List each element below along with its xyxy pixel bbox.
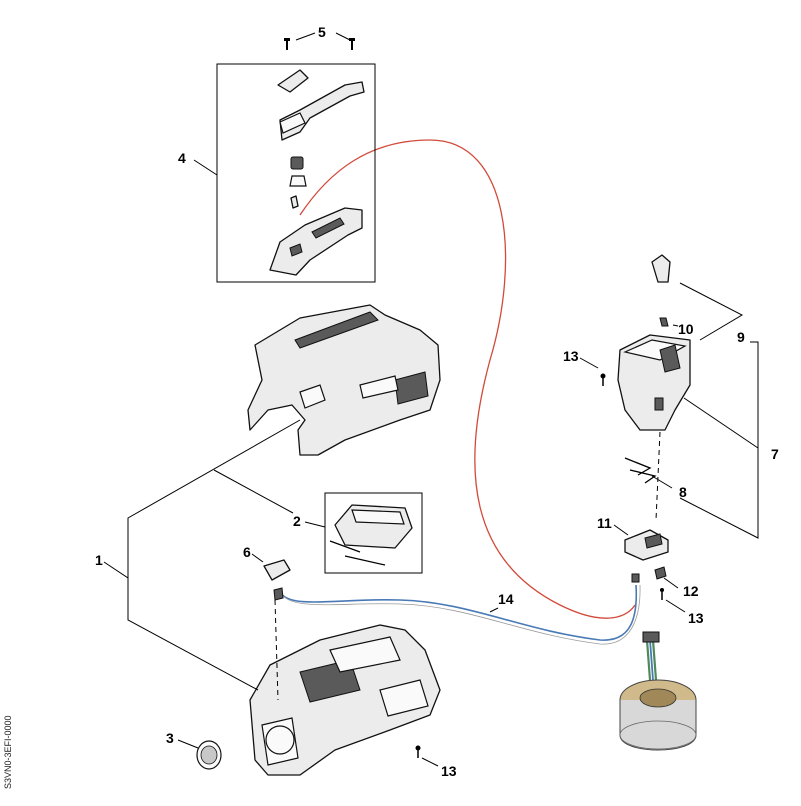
document-id: S3VN0-3EFI-0000 xyxy=(2,700,14,798)
housing-leader xyxy=(103,419,301,691)
upper-housing-shell xyxy=(247,304,441,456)
motor-housing xyxy=(579,334,759,449)
lower-housing-shell xyxy=(249,624,441,776)
callout-10: 10 xyxy=(678,321,694,337)
callout-3: 3 xyxy=(166,730,174,746)
screw-bottom xyxy=(415,745,439,767)
callout-5: 5 xyxy=(318,24,326,40)
callout-11: 11 xyxy=(597,515,612,531)
document-id-text: S3VN0-3EFI-0000 xyxy=(3,715,13,789)
retaining-clip xyxy=(651,254,744,341)
wire-clip xyxy=(624,457,673,489)
handle-group-frame xyxy=(216,63,376,283)
trigger-button xyxy=(251,553,291,601)
callout-6: 6 xyxy=(243,544,251,560)
logo-badge xyxy=(177,739,222,770)
callout-1: 1 xyxy=(95,552,103,568)
callout-4: 4 xyxy=(178,150,186,166)
red-cable xyxy=(299,139,636,619)
battery-cover xyxy=(329,504,413,566)
handle-assembly xyxy=(269,69,365,276)
cover-group-frame xyxy=(324,492,423,574)
callout-7: 7 xyxy=(771,446,779,462)
callout-9: 9 xyxy=(737,329,745,345)
electric-motor xyxy=(619,631,697,751)
callout-2: 2 xyxy=(293,513,301,529)
cable-leader xyxy=(489,607,499,613)
callout-13-middle: 13 xyxy=(688,610,704,626)
callout-14: 14 xyxy=(498,591,514,607)
group-9-bracket xyxy=(679,341,759,539)
switch-module xyxy=(613,524,686,613)
callout-8: 8 xyxy=(679,484,687,500)
callout-13-upper: 13 xyxy=(563,348,579,364)
callout-12: 12 xyxy=(683,583,699,599)
blue-cable xyxy=(279,584,638,641)
screw-pair-top xyxy=(284,32,355,50)
callout-13-lower: 13 xyxy=(441,763,457,779)
